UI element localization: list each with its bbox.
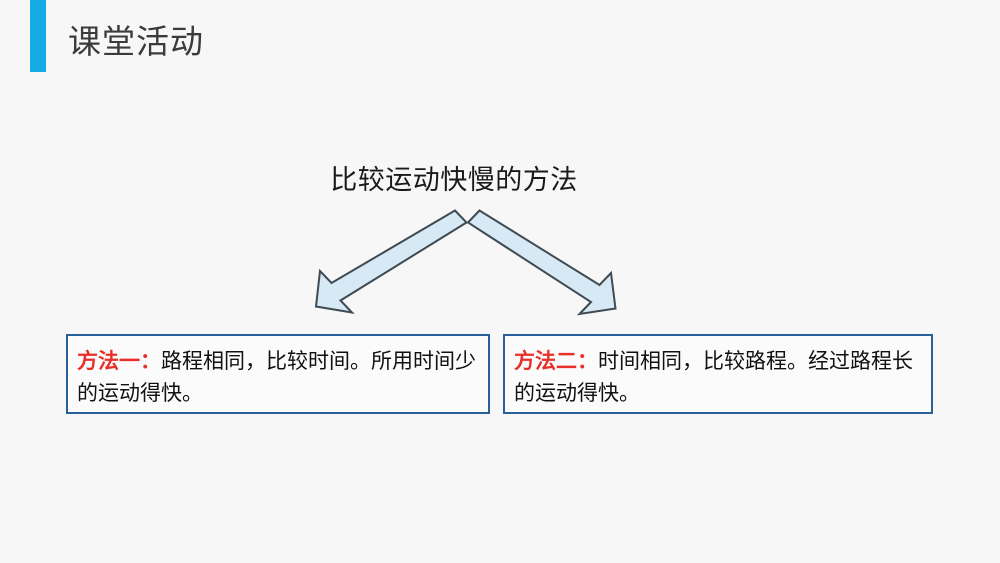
title-accent-bar [30,0,46,72]
method-two-text: 方法二：时间相同，比较路程。经过路程长的运动得快。 [514,346,922,410]
method-one-body: 路程相同，比较时间。所用时间少的运动得快。 [77,350,476,405]
method-two-label: 方法二： [514,350,598,373]
arrow-left-icon [314,209,469,314]
page-title: 课堂活动 [68,23,204,60]
method-one-label: 方法一： [77,350,161,373]
arrow-right-icon [466,209,617,316]
method-one-text: 方法一：路程相同，比较时间。所用时间少的运动得快。 [77,346,479,410]
method-two-body: 时间相同，比较路程。经过路程长的运动得快。 [514,350,913,405]
method-box-one: 方法一：路程相同，比较时间。所用时间少的运动得快。 [66,334,490,414]
diagram-heading: 比较运动快慢的方法 [330,165,578,195]
method-box-two: 方法二：时间相同，比较路程。经过路程长的运动得快。 [503,334,933,414]
